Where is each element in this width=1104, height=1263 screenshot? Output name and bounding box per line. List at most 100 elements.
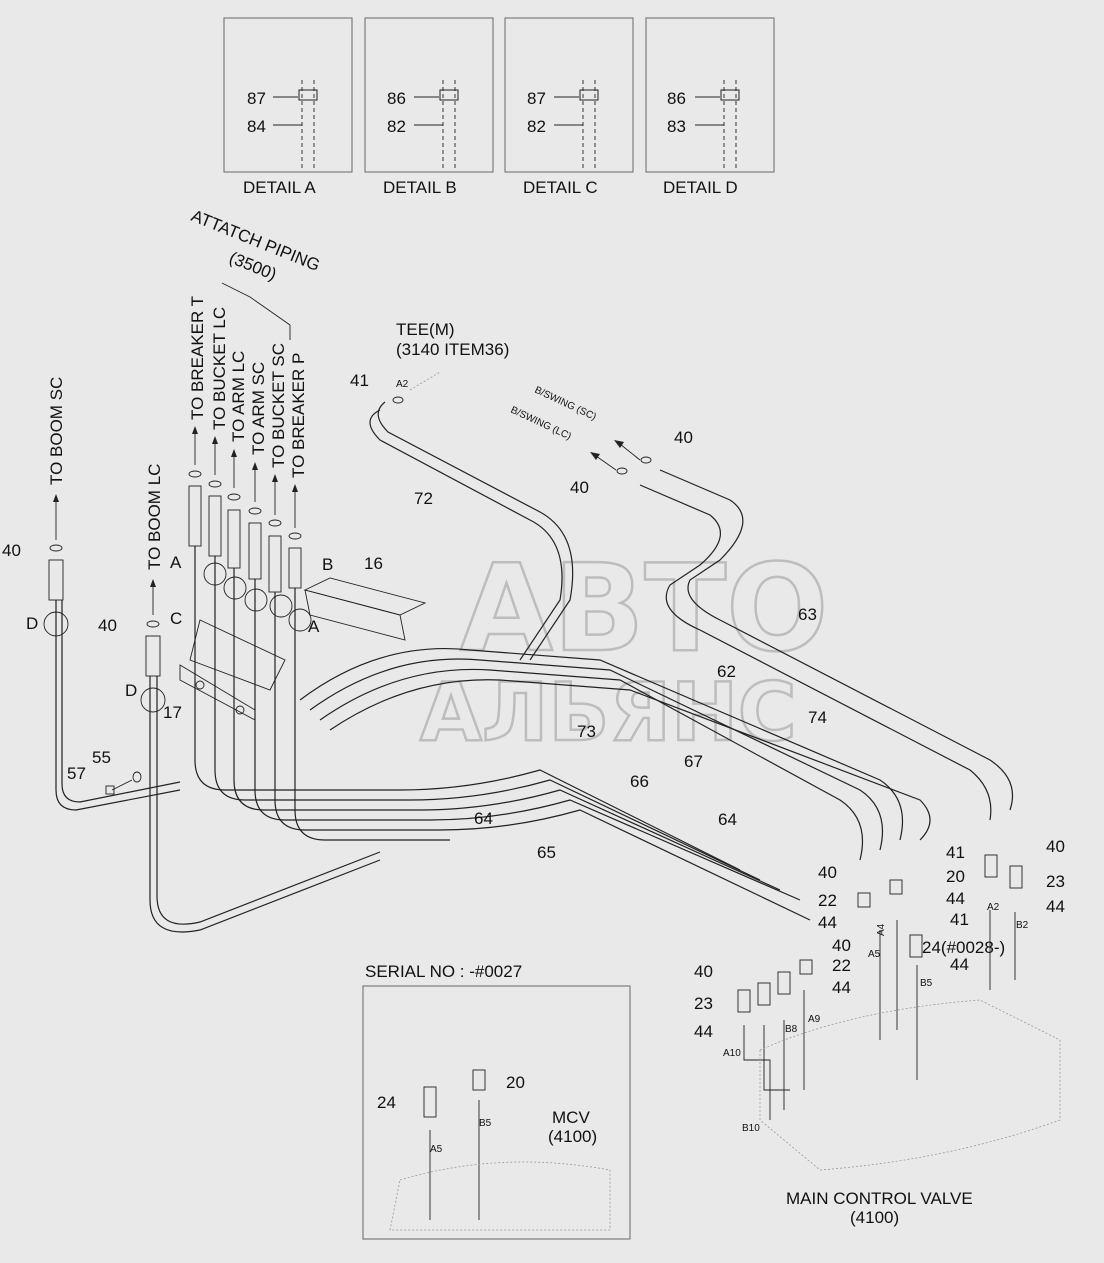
clamp-bracket	[179, 577, 427, 721]
part-22-c2: 22	[832, 956, 851, 975]
detail-d-bottom: 83	[667, 117, 686, 136]
inset-mcv-code: (4100)	[548, 1127, 597, 1146]
detail-b-frame	[364, 17, 494, 173]
part-40-r2: 40	[1046, 837, 1065, 856]
detail-b-title: DETAIL B	[383, 178, 457, 197]
mcv-label: MAIN CONTROL VALVE	[786, 1189, 973, 1208]
port-a2-top: A2	[396, 379, 409, 390]
inset-fitting-20	[472, 1069, 486, 1091]
part-40-r1: 40	[818, 863, 837, 882]
part-44-r2: 44	[950, 955, 969, 974]
dest-arm-lc: TO ARM LC	[229, 351, 248, 442]
part-40-c2: 40	[694, 962, 713, 981]
detail-a-top: 87	[247, 89, 266, 108]
part-55: 55	[92, 748, 111, 767]
detail-d-frame	[645, 17, 775, 173]
port-b10: B10	[742, 1123, 760, 1134]
inset-mcv-outline	[389, 1161, 611, 1231]
watermark-line2: АЛЬЯНС	[420, 666, 797, 759]
port-a5: A5	[868, 949, 881, 960]
part-63: 63	[798, 605, 817, 624]
port-a9: A9	[808, 1014, 821, 1025]
part-40-sw1: 40	[674, 428, 693, 447]
port-a4: A4	[876, 923, 887, 936]
part-41-r2: 41	[950, 910, 969, 929]
part-65: 65	[537, 843, 556, 862]
detail-b: 86 82 DETAIL B	[364, 17, 494, 197]
part-44-r3: 44	[1046, 897, 1065, 916]
dest-arm-sc: TO ARM SC	[249, 362, 268, 455]
clamp-icon	[298, 89, 318, 101]
mcv-outline	[759, 999, 1061, 1171]
detail-c: 87 82 DETAIL C	[504, 17, 634, 197]
letter-d-right: D	[125, 681, 137, 700]
inset-port-b5: B5	[479, 1118, 492, 1129]
arrow-up-icons	[53, 426, 298, 615]
part-44-c1: 44	[818, 913, 837, 932]
letter-b: B	[322, 555, 333, 574]
part-22-c1: 22	[818, 891, 837, 910]
letter-a-left: A	[170, 553, 182, 572]
clamp-icon	[439, 89, 459, 101]
inset-mcv: MCV	[552, 1108, 590, 1127]
clamp-icon	[720, 89, 740, 101]
part-40-c1: 40	[832, 936, 851, 955]
part-20: 20	[946, 867, 965, 886]
detail-b-bottom: 82	[387, 117, 406, 136]
hose-72	[369, 409, 563, 661]
dest-bucket-lc: TO BUCKET LC	[210, 307, 229, 430]
letter-d-left: D	[26, 614, 38, 633]
detail-c-frame	[504, 17, 634, 173]
part-41-r1: 41	[946, 843, 965, 862]
detail-d-title: DETAIL D	[663, 178, 738, 197]
port-b5: B5	[920, 978, 933, 989]
dest-breaker-t: TO BREAKER T	[188, 296, 207, 420]
attach-bracket	[221, 282, 291, 340]
port-a2: A2	[987, 902, 1000, 913]
attach-hoses	[188, 485, 811, 921]
part-23-c: 23	[694, 994, 713, 1013]
inset-port-a5: A5	[430, 1144, 443, 1155]
part-17: 17	[163, 703, 182, 722]
swing-hoses	[590, 440, 1014, 821]
dest-boom-lc: TO BOOM LC	[145, 464, 164, 570]
tee-code: (3140 ITEM36)	[396, 340, 509, 359]
part-40-boom-lc: 40	[98, 616, 117, 635]
inset-fitting-24	[423, 1086, 437, 1118]
swing-lc: B/SWING (LC)	[509, 405, 573, 443]
tee-outline	[409, 371, 441, 391]
part-72: 72	[414, 489, 433, 508]
serial-inset-frame	[362, 985, 631, 1240]
serial-label: SERIAL NO : -#0027	[365, 962, 522, 981]
part-44-c2: 44	[832, 978, 851, 997]
clamp-icon	[579, 89, 599, 101]
port-b8: B8	[785, 1024, 798, 1035]
letter-a-right: A	[308, 617, 320, 636]
dest-breaker-p: TO BREAKER P	[289, 353, 308, 478]
bolt-icon	[105, 771, 142, 795]
detail-c-title: DETAIL C	[523, 178, 598, 197]
part-44-r1: 44	[946, 889, 965, 908]
tee-label: TEE(M)	[396, 320, 455, 339]
boom-hoses	[48, 559, 381, 933]
fitting-stacks	[737, 854, 1023, 1120]
part-24-serial: 24(#0028-)	[922, 938, 1005, 957]
inset-part-20: 20	[506, 1073, 525, 1092]
part-23-r: 23	[1046, 872, 1065, 891]
inset-part-24: 24	[377, 1093, 396, 1112]
part-66: 66	[630, 772, 649, 791]
part-62: 62	[717, 662, 736, 681]
part-41: 41	[350, 371, 369, 390]
part-74: 74	[808, 708, 827, 727]
o-ring-icons	[49, 470, 302, 628]
detail-a: 87 84 DETAIL A	[223, 17, 353, 197]
letter-c: C	[170, 609, 182, 628]
detail-d-top: 86	[667, 89, 686, 108]
detail-b-top: 86	[387, 89, 406, 108]
part-57: 57	[67, 764, 86, 783]
part-44-c3: 44	[694, 1022, 713, 1041]
tee-o-ring	[392, 396, 404, 404]
port-b2: B2	[1016, 920, 1029, 931]
